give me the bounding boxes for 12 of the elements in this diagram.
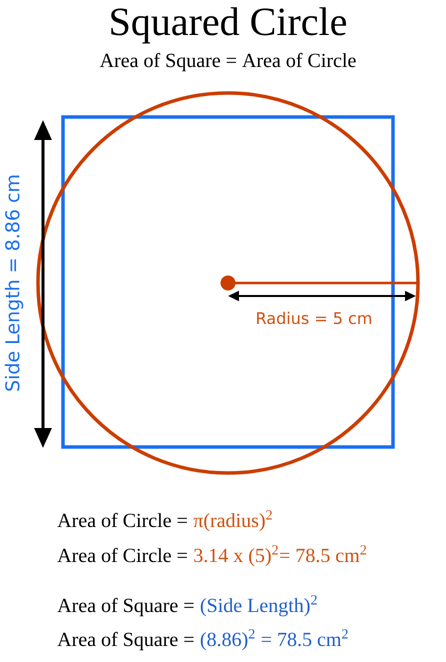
formula-text: Area of Circle = — [57, 512, 187, 528]
title: Squared Circle — [111, 7, 346, 44]
formula-text: Area of Square = — [57, 632, 194, 650]
formula-text: Area of Circle = — [57, 548, 187, 562]
formula-text: (8.86)$^{2}$ = 78.5 cm$^{2}$ — [200, 629, 348, 650]
formula-text: Area of Square = — [57, 598, 194, 616]
dimension-label: Side Length = 8.86 cm — [4, 176, 24, 391]
formula-text: 3.14 x (5)$^{2}$= 78.5 cm$^{2}$ — [194, 545, 366, 566]
subtitle: Area of Square = Area of Circle — [100, 52, 356, 72]
dimension-label: Radius = 5 cm — [257, 312, 372, 324]
formula-text: (Side Length)$^{2}$ — [200, 595, 317, 616]
formula-text: π(radius)$^{2}$ — [194, 510, 272, 532]
